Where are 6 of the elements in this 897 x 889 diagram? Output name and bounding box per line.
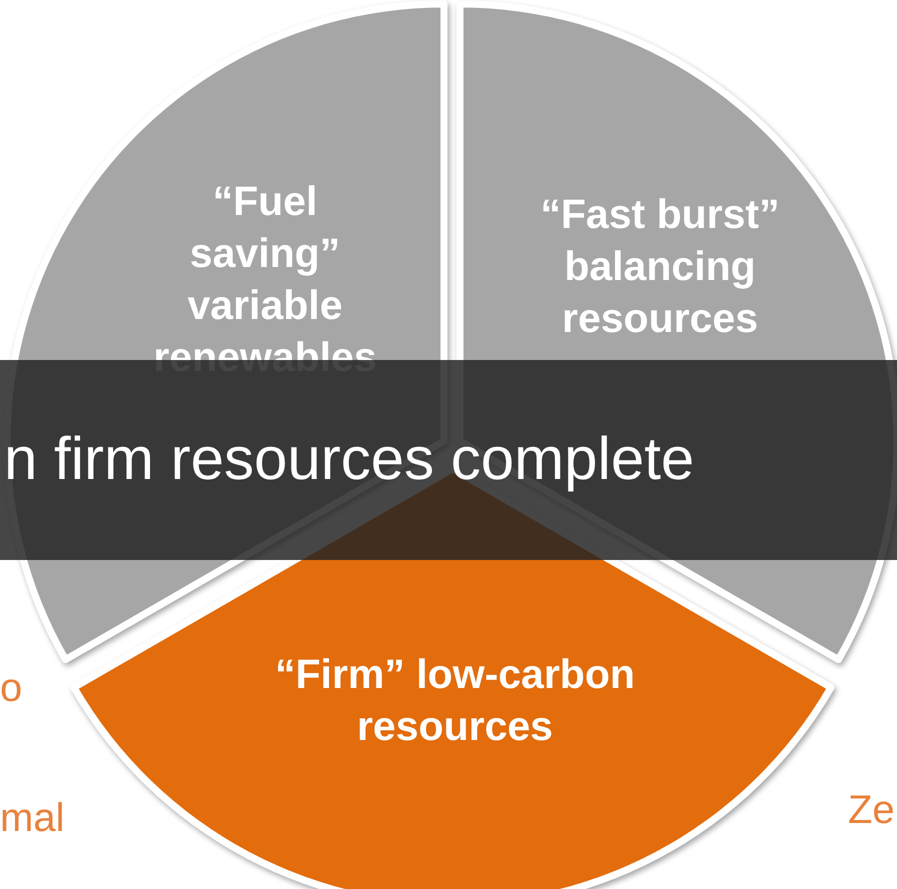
partial-label: mal <box>0 795 64 841</box>
partial-label: Ze <box>848 787 895 833</box>
partial-label: o <box>0 665 22 711</box>
sector-label: “Fast burst” balancing resources <box>539 190 781 343</box>
caption-text: n firm resources complete <box>4 424 694 494</box>
sector-label: “Firm” low-carbon resources <box>274 650 636 751</box>
